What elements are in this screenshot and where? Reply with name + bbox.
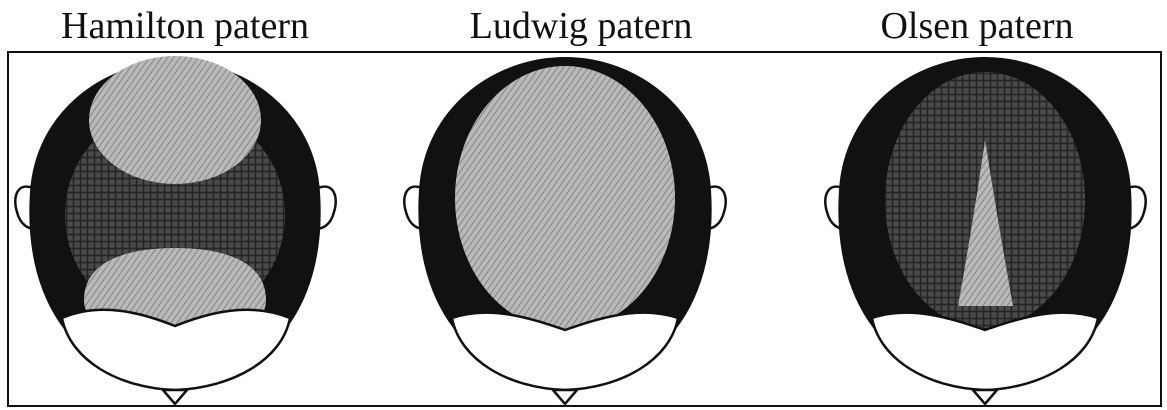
hamilton-nose-tip <box>163 390 187 404</box>
hamilton-frontal-bald-area <box>89 56 261 184</box>
ludwig-diffuse-bald-area <box>455 66 675 330</box>
ludwig-nose-tip <box>553 390 577 404</box>
olsen-head <box>825 58 1145 404</box>
hamilton-head <box>15 56 335 404</box>
olsen-nose-tip <box>973 390 997 404</box>
ludwig-head <box>404 58 725 404</box>
